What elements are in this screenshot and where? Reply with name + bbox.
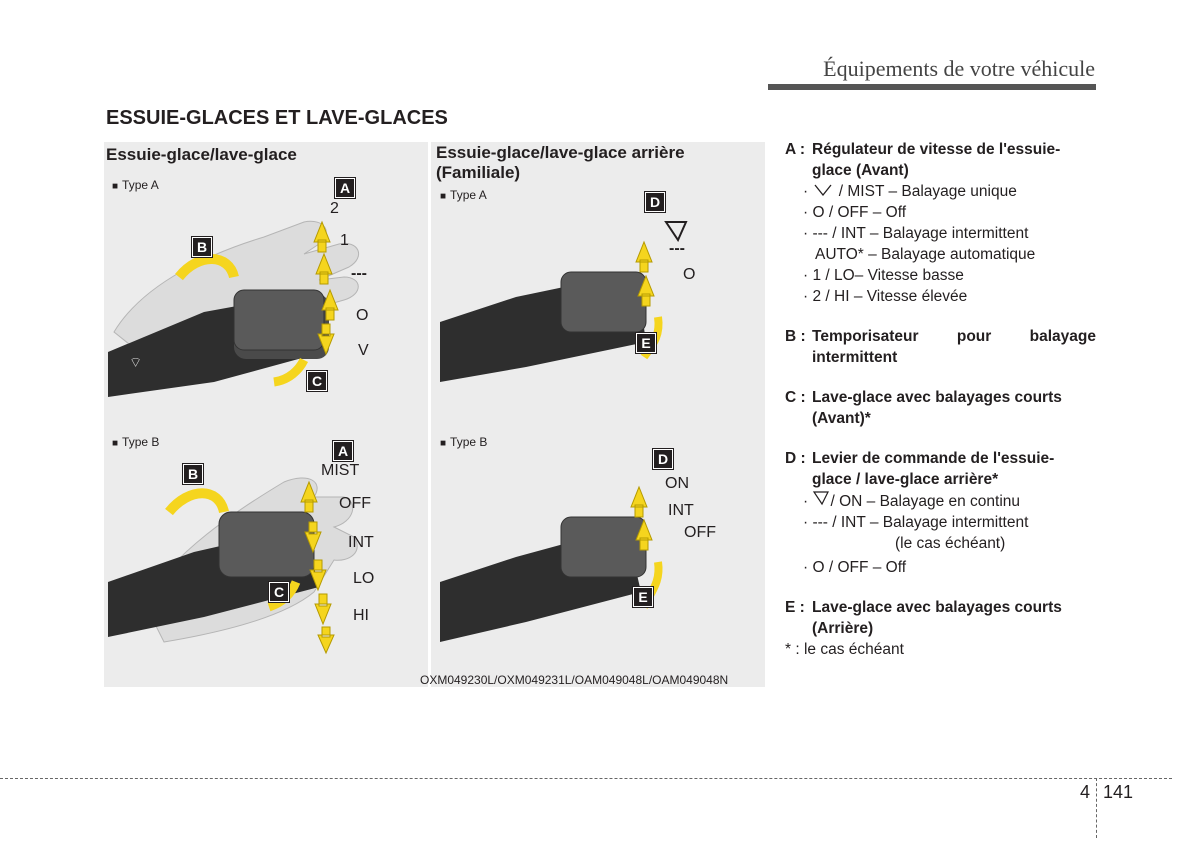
legend-d-heading: D : Levier de commande de l'essuie-glace… bbox=[785, 448, 1096, 490]
arrow-down-off-icon bbox=[304, 521, 322, 554]
legend-c-title: Lave-glace avec balayages courts(Avant)* bbox=[812, 389, 1062, 427]
front-wiper-stalk-type-a: ⌔ bbox=[108, 220, 360, 397]
legend-a-key: A : bbox=[785, 141, 806, 158]
front-type-a-label: ■Type A bbox=[112, 178, 159, 192]
rear-wiper-head bbox=[560, 271, 647, 333]
front-wiper-stalk-type-b bbox=[108, 477, 358, 655]
front-panel-title: Essuie-glace/lave-glace bbox=[106, 145, 297, 164]
illustration-figure: Essuie-glace/lave-glace Essuie-glace/lav… bbox=[104, 142, 765, 687]
callout-b: B bbox=[191, 236, 213, 258]
legend-a-item-off: · O / OFF – Off bbox=[803, 204, 907, 221]
chapter-title: Équipements de votre véhicule bbox=[823, 56, 1095, 81]
rear-type-b-label: ■Type B bbox=[440, 435, 488, 449]
callout-a: A bbox=[334, 177, 356, 199]
callout-c-type-b: C bbox=[268, 581, 290, 603]
callout-d: D bbox=[644, 191, 666, 213]
legend-footnote: * : le cas échéant bbox=[785, 641, 904, 658]
front-a-pos-mist: V bbox=[358, 342, 369, 359]
legend-e-key: E : bbox=[785, 599, 805, 616]
front-b-pos-lo: LO bbox=[353, 570, 375, 587]
rear-b-pos-off: OFF bbox=[684, 524, 716, 541]
rear-b-arrow-up-int-icon bbox=[635, 518, 653, 551]
wiper-head bbox=[233, 289, 325, 351]
rear-b-pos-int: INT bbox=[668, 502, 694, 519]
rear-wiper-stalk-type-a bbox=[440, 240, 663, 382]
rear-a-pos-off: O bbox=[683, 266, 696, 283]
callout-e: E bbox=[635, 332, 657, 354]
push-arrow-c-icon bbox=[273, 357, 309, 387]
legend: A : Régulateur de vitesse de l'essuie-gl… bbox=[785, 139, 1096, 660]
arrow-down-mist-icon bbox=[317, 323, 335, 356]
rotate-arrow-b-type-b-icon bbox=[165, 488, 229, 516]
header-rule bbox=[768, 84, 1096, 90]
front-b-pos-hi: HI bbox=[353, 607, 369, 624]
front-b-pos-mist: MIST bbox=[321, 462, 360, 479]
mist-v-icon bbox=[814, 184, 832, 197]
front-a-pos-2: 2 bbox=[330, 200, 339, 217]
arrow-down-lo-icon bbox=[314, 593, 332, 626]
callout-c: C bbox=[306, 370, 328, 392]
legend-d-key: D : bbox=[785, 450, 806, 467]
legend-a-item-int: · --- / INT – Balayage intermittent bbox=[803, 225, 1029, 242]
callout-d-type-b: D bbox=[652, 448, 674, 470]
figure-divider bbox=[428, 142, 431, 687]
rear-wiper-head-b bbox=[560, 516, 647, 578]
rear-type-a-label: ■Type A bbox=[440, 188, 487, 202]
front-b-pos-off: OFF bbox=[339, 495, 371, 512]
legend-a-item-lo: · 1 / LO– Vitesse basse bbox=[803, 267, 964, 284]
front-b-pos-int: INT bbox=[348, 534, 374, 551]
legend-d-item-on: · / ON – Balayage en continu bbox=[785, 490, 1096, 512]
rear-arrow-up-on-icon bbox=[635, 240, 653, 273]
section-title: ESSUIE-GLACES ET LAVE-GLACES bbox=[106, 107, 448, 129]
front-type-b-label: ■Type B bbox=[112, 435, 160, 449]
rear-wiper-stalk-type-b bbox=[440, 485, 663, 642]
rotate-arrow-b-icon bbox=[175, 254, 239, 281]
arrow-down-hi-icon bbox=[317, 626, 335, 655]
legend-a-heading: A : Régulateur de vitesse de l'essuie-gl… bbox=[785, 139, 1096, 181]
page-number: 141 bbox=[1103, 782, 1134, 802]
rear-arrow-up-int-icon bbox=[637, 274, 655, 307]
legend-a-item-hi: · 2 / HI – Vitesse élevée bbox=[803, 288, 968, 305]
rear-wiper-on-icon bbox=[664, 221, 688, 242]
callout-e-type-b: E bbox=[632, 586, 654, 608]
figure-caption: OXM049230L/OXM049231L/OAM049048L/OAM0490… bbox=[420, 673, 729, 687]
legend-c-heading: C : Lave-glace avec balayages courts(Ava… bbox=[785, 387, 1096, 429]
legend-c-key: C : bbox=[785, 389, 806, 406]
page-number-divider bbox=[1096, 778, 1097, 838]
rear-wiper-on-small-icon bbox=[813, 491, 830, 506]
chapter-number: 4 bbox=[1080, 782, 1091, 802]
legend-d-title: Levier de commande de l'essuie-glace / l… bbox=[812, 450, 1055, 488]
rear-panel-title-line2: (Familiale) bbox=[436, 163, 521, 182]
front-a-pos-off: O bbox=[356, 307, 369, 324]
legend-e-heading: E : Lave-glace avec balayages courts(Arr… bbox=[785, 597, 1096, 639]
front-a-pos-1: 1 bbox=[340, 232, 349, 249]
rear-b-arrow-up-on-icon bbox=[630, 485, 648, 518]
legend-a-item-auto: AUTO* – Balayage automatique bbox=[815, 246, 1036, 263]
legend-a-item-mist: · / MIST – Balayage unique bbox=[803, 183, 1017, 200]
legend-d-item-int: · --- / INT – Balayage intermittent bbox=[803, 514, 1029, 531]
arrow-down-int-icon bbox=[309, 559, 327, 592]
legend-e-title: Lave-glace avec balayages courts(Arrière… bbox=[812, 599, 1062, 637]
legend-b-title-line2: intermittent bbox=[812, 349, 898, 366]
arrow-up-mist-icon bbox=[300, 480, 318, 513]
callout-a-type-b: A bbox=[332, 440, 354, 462]
arrow-up-int-icon bbox=[321, 288, 339, 321]
rear-b-pos-on: ON bbox=[665, 475, 689, 492]
arrow-up-2-icon bbox=[313, 220, 331, 253]
legend-a-title: Régulateur de vitesse de l'essuie-glace … bbox=[812, 141, 1061, 179]
legend-d-item-off: · O / OFF – Off bbox=[803, 559, 907, 576]
wiper-head-b bbox=[218, 511, 315, 578]
rear-panel-title-line1: Essuie-glace/lave-glace arrière bbox=[436, 143, 685, 162]
wiper-symbol-icon: ⌔ bbox=[129, 355, 142, 371]
front-a-pos-int: --- bbox=[351, 265, 367, 282]
legend-b-key: B : bbox=[785, 328, 806, 345]
legend-d-item-note: (le cas échéant) bbox=[895, 535, 1006, 552]
footer-rule bbox=[0, 778, 1172, 779]
rear-a-pos-int: --- bbox=[669, 240, 685, 257]
rear-panel-title: Essuie-glace/lave-glace arrière (Familia… bbox=[436, 143, 685, 183]
callout-b-type-b: B bbox=[182, 463, 204, 485]
arrow-up-1-icon bbox=[315, 252, 333, 285]
